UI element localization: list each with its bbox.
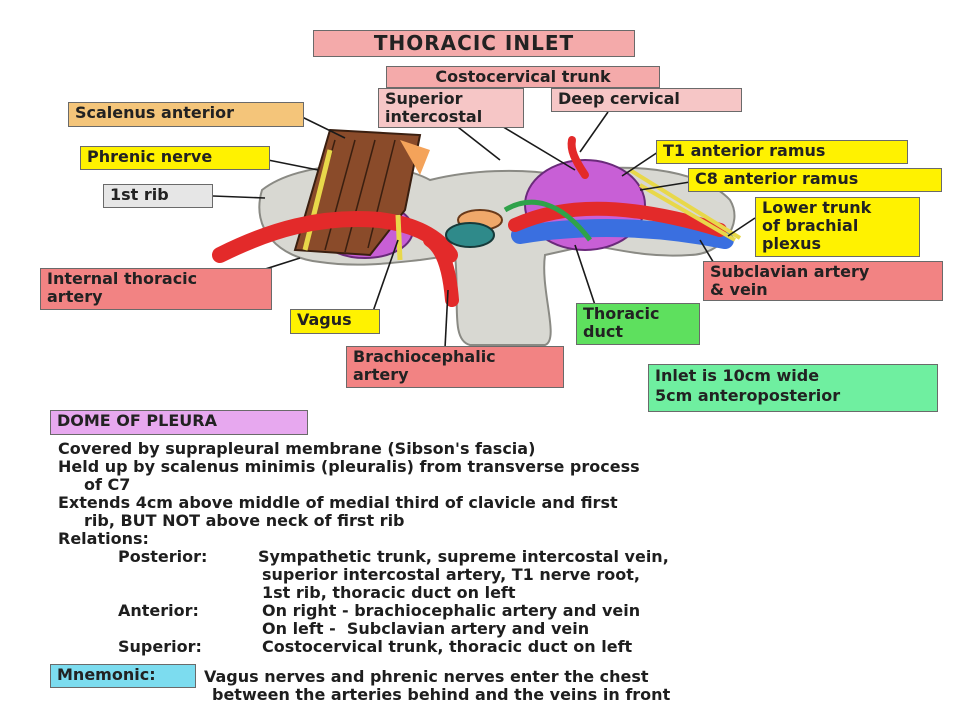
posterior-line-2: superior intercostal artery, T1 nerve ro… xyxy=(262,565,640,584)
c8-anterior-ramus-label: C8 anterior ramus xyxy=(688,168,942,192)
anterior-line-1: On right - brachiocephalic artery and ve… xyxy=(262,601,641,620)
title-label: THORACIC INLET xyxy=(313,30,635,57)
left-subclavian-vein xyxy=(511,219,734,249)
subclavian-artery-vein-label: Subclavian artery & vein xyxy=(703,261,943,301)
costocervical-trunk-label: Costocervical trunk xyxy=(386,66,660,88)
deep-cervical-label: Deep cervical xyxy=(551,88,742,112)
t1-anterior-ramus-label: T1 anterior ramus xyxy=(656,140,908,164)
dome-line-1: Covered by suprapleural membrane (Sibson… xyxy=(58,439,536,458)
mnemonic-key: Mnemonic: xyxy=(50,664,196,688)
internal-thoracic-artery-label: Internal thoracic artery xyxy=(40,268,272,310)
anterior-key: Anterior: xyxy=(118,601,199,620)
superior-intercostal-label: Superior intercostal xyxy=(378,88,524,128)
lower-trunk-label: Lower trunk of brachial plexus xyxy=(755,197,920,257)
thoracic-duct-line xyxy=(503,199,592,242)
scalenus-anterior-label: Scalenus anterior xyxy=(68,102,304,127)
superior-key: Superior: xyxy=(118,637,202,656)
posterior-key: Posterior: xyxy=(118,547,208,566)
phrenic-nerve-label: Phrenic nerve xyxy=(80,146,270,170)
thoracic-inlet-diagram xyxy=(212,111,756,349)
mnemonic-line-1: Vagus nerves and phrenic nerves enter th… xyxy=(204,667,649,686)
superior-line-1: Costocervical trunk, thoracic duct on le… xyxy=(262,637,633,656)
vagus-label: Vagus xyxy=(290,309,380,334)
left-subclavian-artery xyxy=(508,201,727,237)
relations-heading: Relations: xyxy=(58,529,149,548)
t1-c8-rami xyxy=(628,168,742,240)
thoracic-duct-label: Thoracic duct xyxy=(576,303,700,345)
posterior-line-3: 1st rib, thoracic duct on left xyxy=(262,583,516,602)
oesophagus-ring xyxy=(445,222,495,248)
posterior-line-1: Sympathetic trunk, supreme intercostal v… xyxy=(258,547,669,566)
phrenic-nerve-line xyxy=(302,149,333,251)
costocervical-vessel xyxy=(567,136,589,179)
dome-of-pleura-heading: DOME OF PLEURA xyxy=(50,410,308,435)
brachiocephalic-artery-shape xyxy=(423,233,459,307)
inlet-size-label: Inlet is 10cm wide 5cm anteroposterior xyxy=(648,364,938,412)
dome-line-2: Held up by scalenus minimis (pleuralis) … xyxy=(58,457,640,476)
first-rib-label: 1st rib xyxy=(103,184,213,208)
dome-line-5: rib, BUT NOT above neck of first rib xyxy=(84,511,405,530)
vagus-nerve-line xyxy=(395,214,403,261)
anterior-line-2: On left - Subclavian artery and vein xyxy=(262,619,590,638)
mnemonic-line-2: between the arteries behind and the vein… xyxy=(212,685,671,704)
brachiocephalic-artery-label: Brachiocephalic artery xyxy=(346,346,564,388)
dome-line-4: Extends 4cm above middle of medial third… xyxy=(58,493,618,512)
leader-lines xyxy=(212,111,756,349)
dome-line-3: of C7 xyxy=(84,475,131,494)
